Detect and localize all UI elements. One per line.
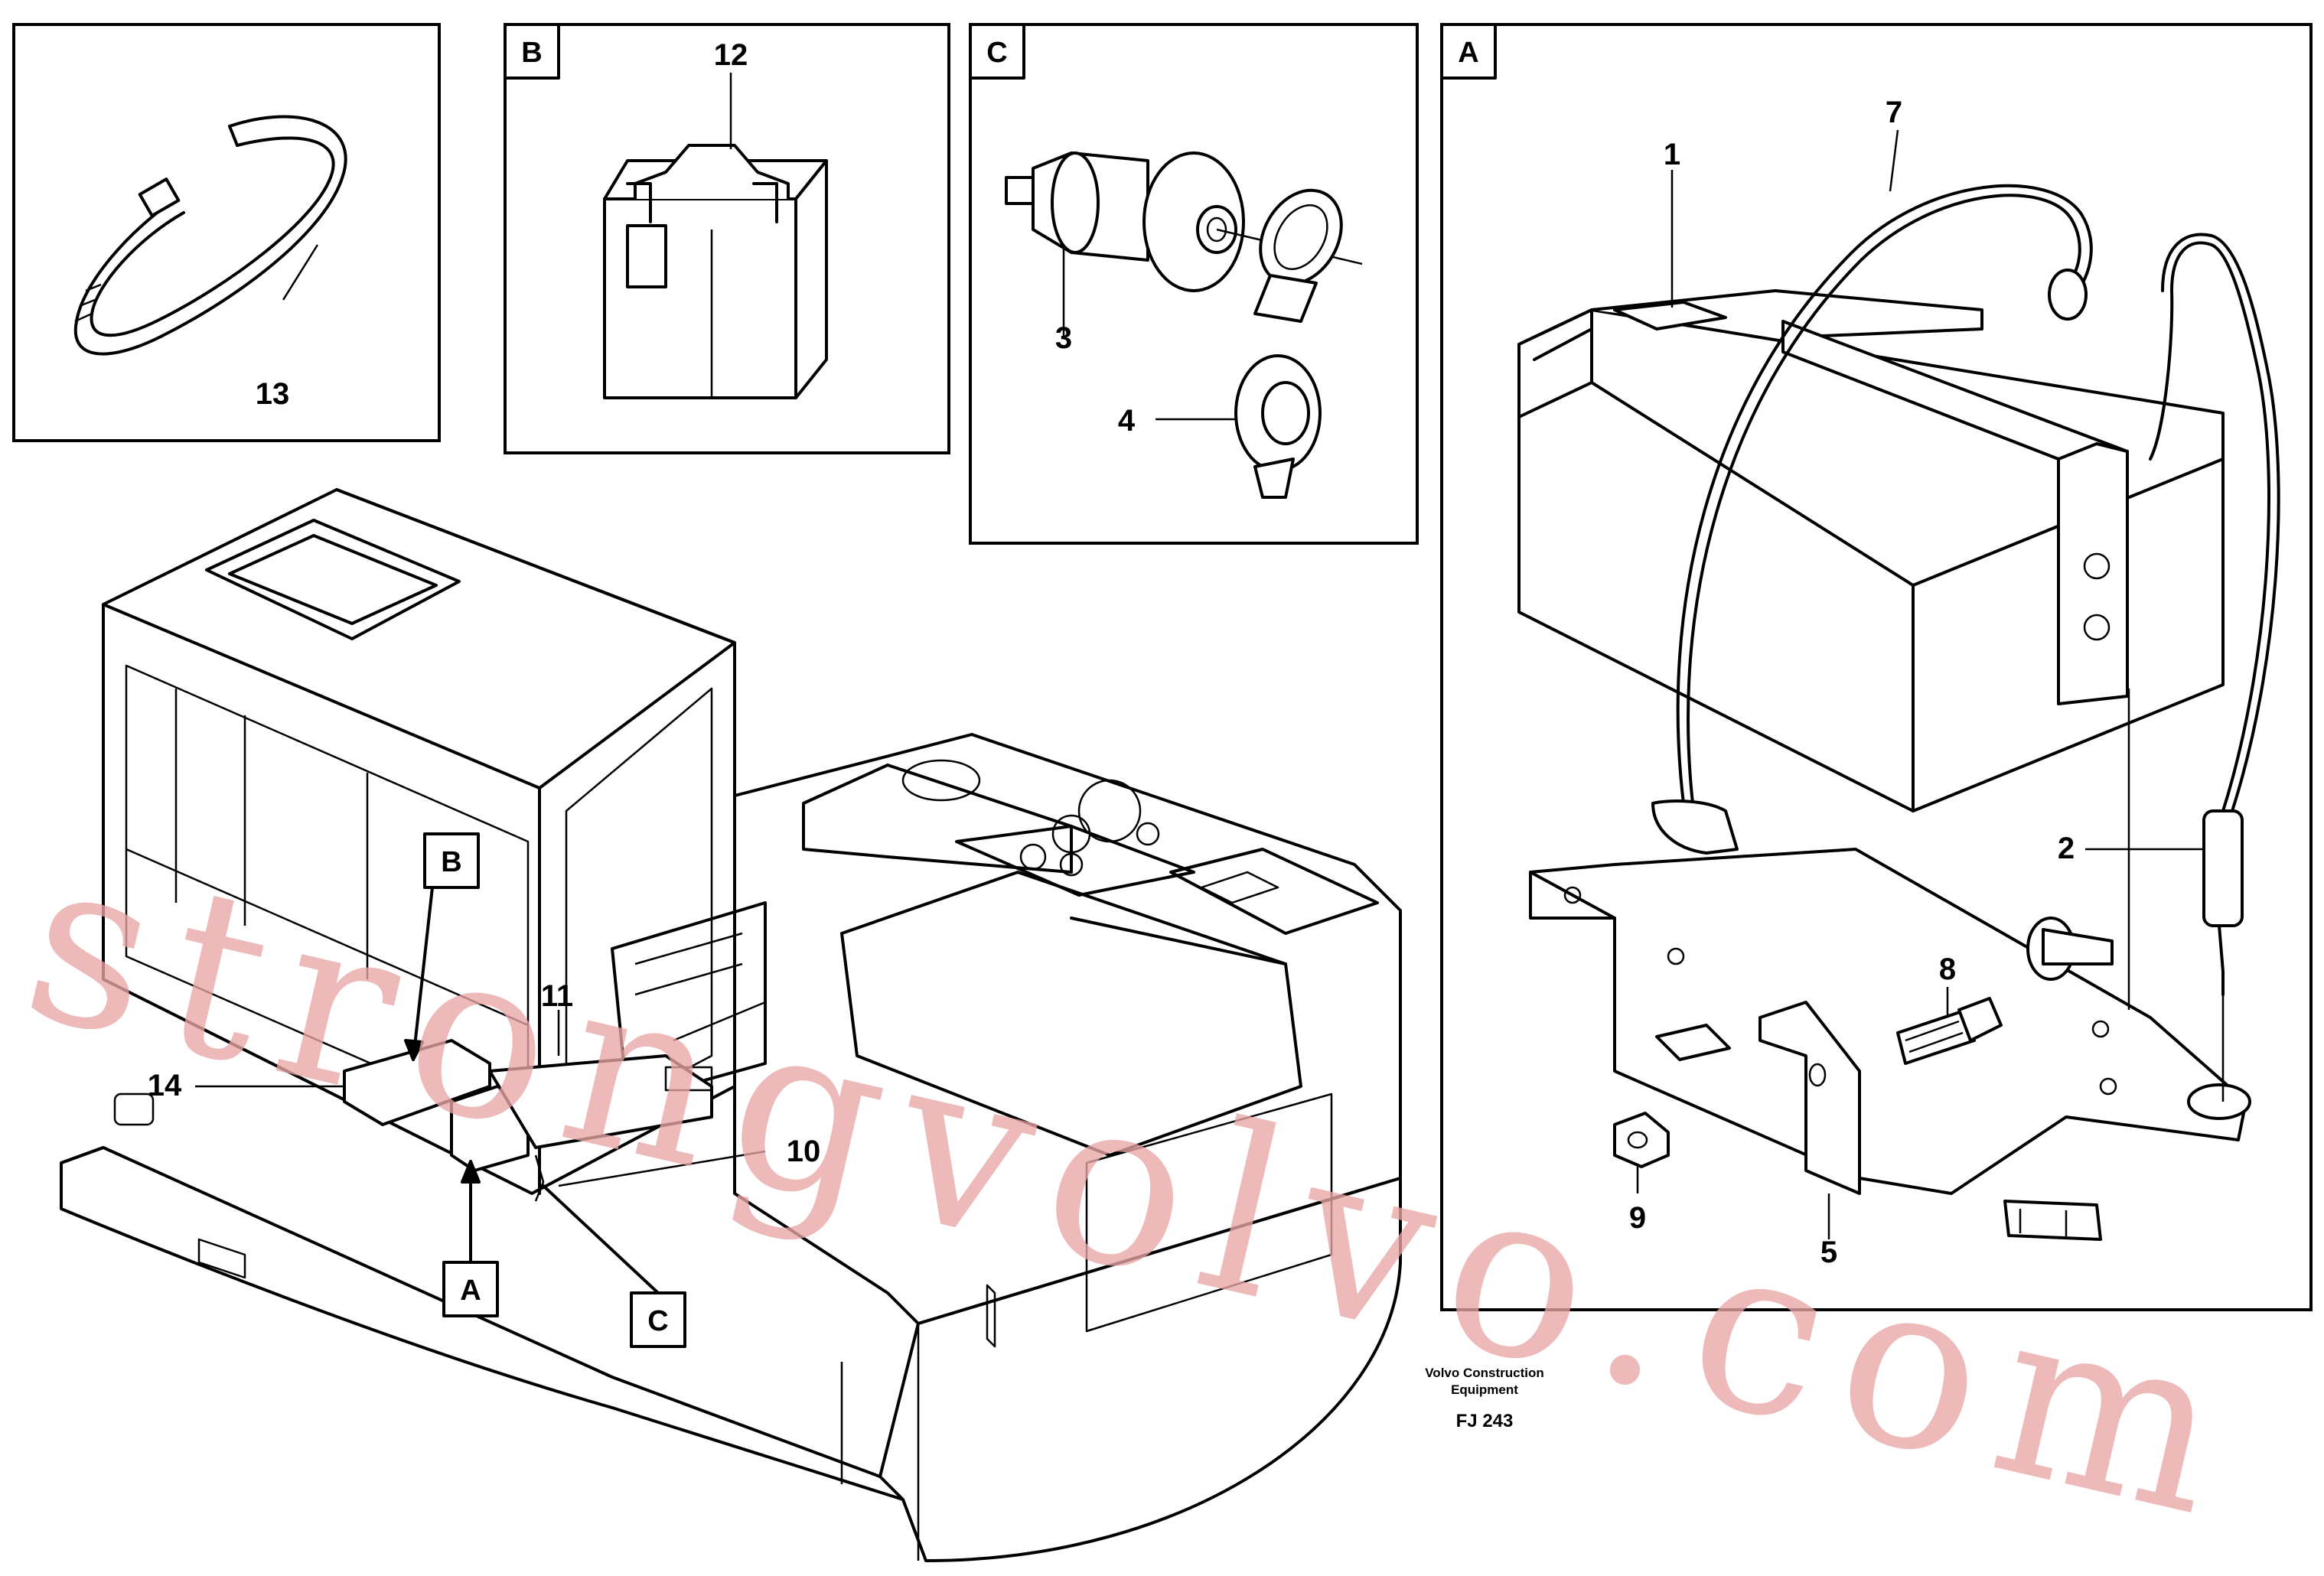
callout-14: 14 — [148, 1069, 182, 1102]
callout-5: 5 — [1820, 1236, 1837, 1269]
callout-12: 12 — [714, 38, 748, 72]
overview-marker-c: C — [630, 1291, 686, 1348]
callout-2: 2 — [2058, 832, 2075, 865]
overview-marker-c-label: C — [647, 1305, 668, 1337]
callout-13: 13 — [256, 377, 290, 411]
detail-label-c: C — [986, 37, 1007, 69]
overview-marker-a-label: A — [460, 1275, 481, 1307]
detail-frame-a: A — [1440, 23, 2313, 1311]
socket-cap-drawing — [1155, 188, 1343, 499]
figure-code: FJ 243 — [1456, 1411, 1514, 1431]
callout-4: 4 — [1118, 404, 1136, 438]
detail-frame-b: B — [504, 23, 950, 454]
callout-11: 11 — [541, 979, 573, 1013]
publisher-block: Volvo Construction Equipment FJ 243 — [1425, 1366, 1544, 1431]
socket-drawing — [1005, 151, 1363, 337]
detail-frame-13 — [12, 23, 441, 442]
callout-10: 10 — [787, 1135, 821, 1168]
callout-7: 7 — [1886, 96, 1902, 129]
cable-tie-drawing — [73, 115, 347, 356]
relay-drawing — [603, 73, 828, 399]
overview-leaders — [195, 886, 766, 1294]
detail-frame-c: C — [969, 23, 1419, 545]
callout-3: 3 — [1055, 321, 1072, 355]
battery-box-drawing — [1517, 129, 2280, 1241]
overview-marker-b-label: B — [441, 846, 461, 878]
callout-1: 1 — [1664, 138, 1680, 171]
publisher-name: Volvo Construction — [1425, 1366, 1544, 1380]
callout-8: 8 — [1939, 952, 1956, 986]
excavator-overview-drawing — [60, 488, 1402, 1562]
publisher-subline: Equipment — [1451, 1382, 1518, 1397]
callout-9: 9 — [1629, 1201, 1646, 1235]
detail-label-a: A — [1458, 37, 1478, 69]
overview-marker-a: A — [442, 1261, 499, 1317]
detail-label-b: B — [521, 37, 542, 69]
overview-marker-b: B — [423, 832, 480, 889]
